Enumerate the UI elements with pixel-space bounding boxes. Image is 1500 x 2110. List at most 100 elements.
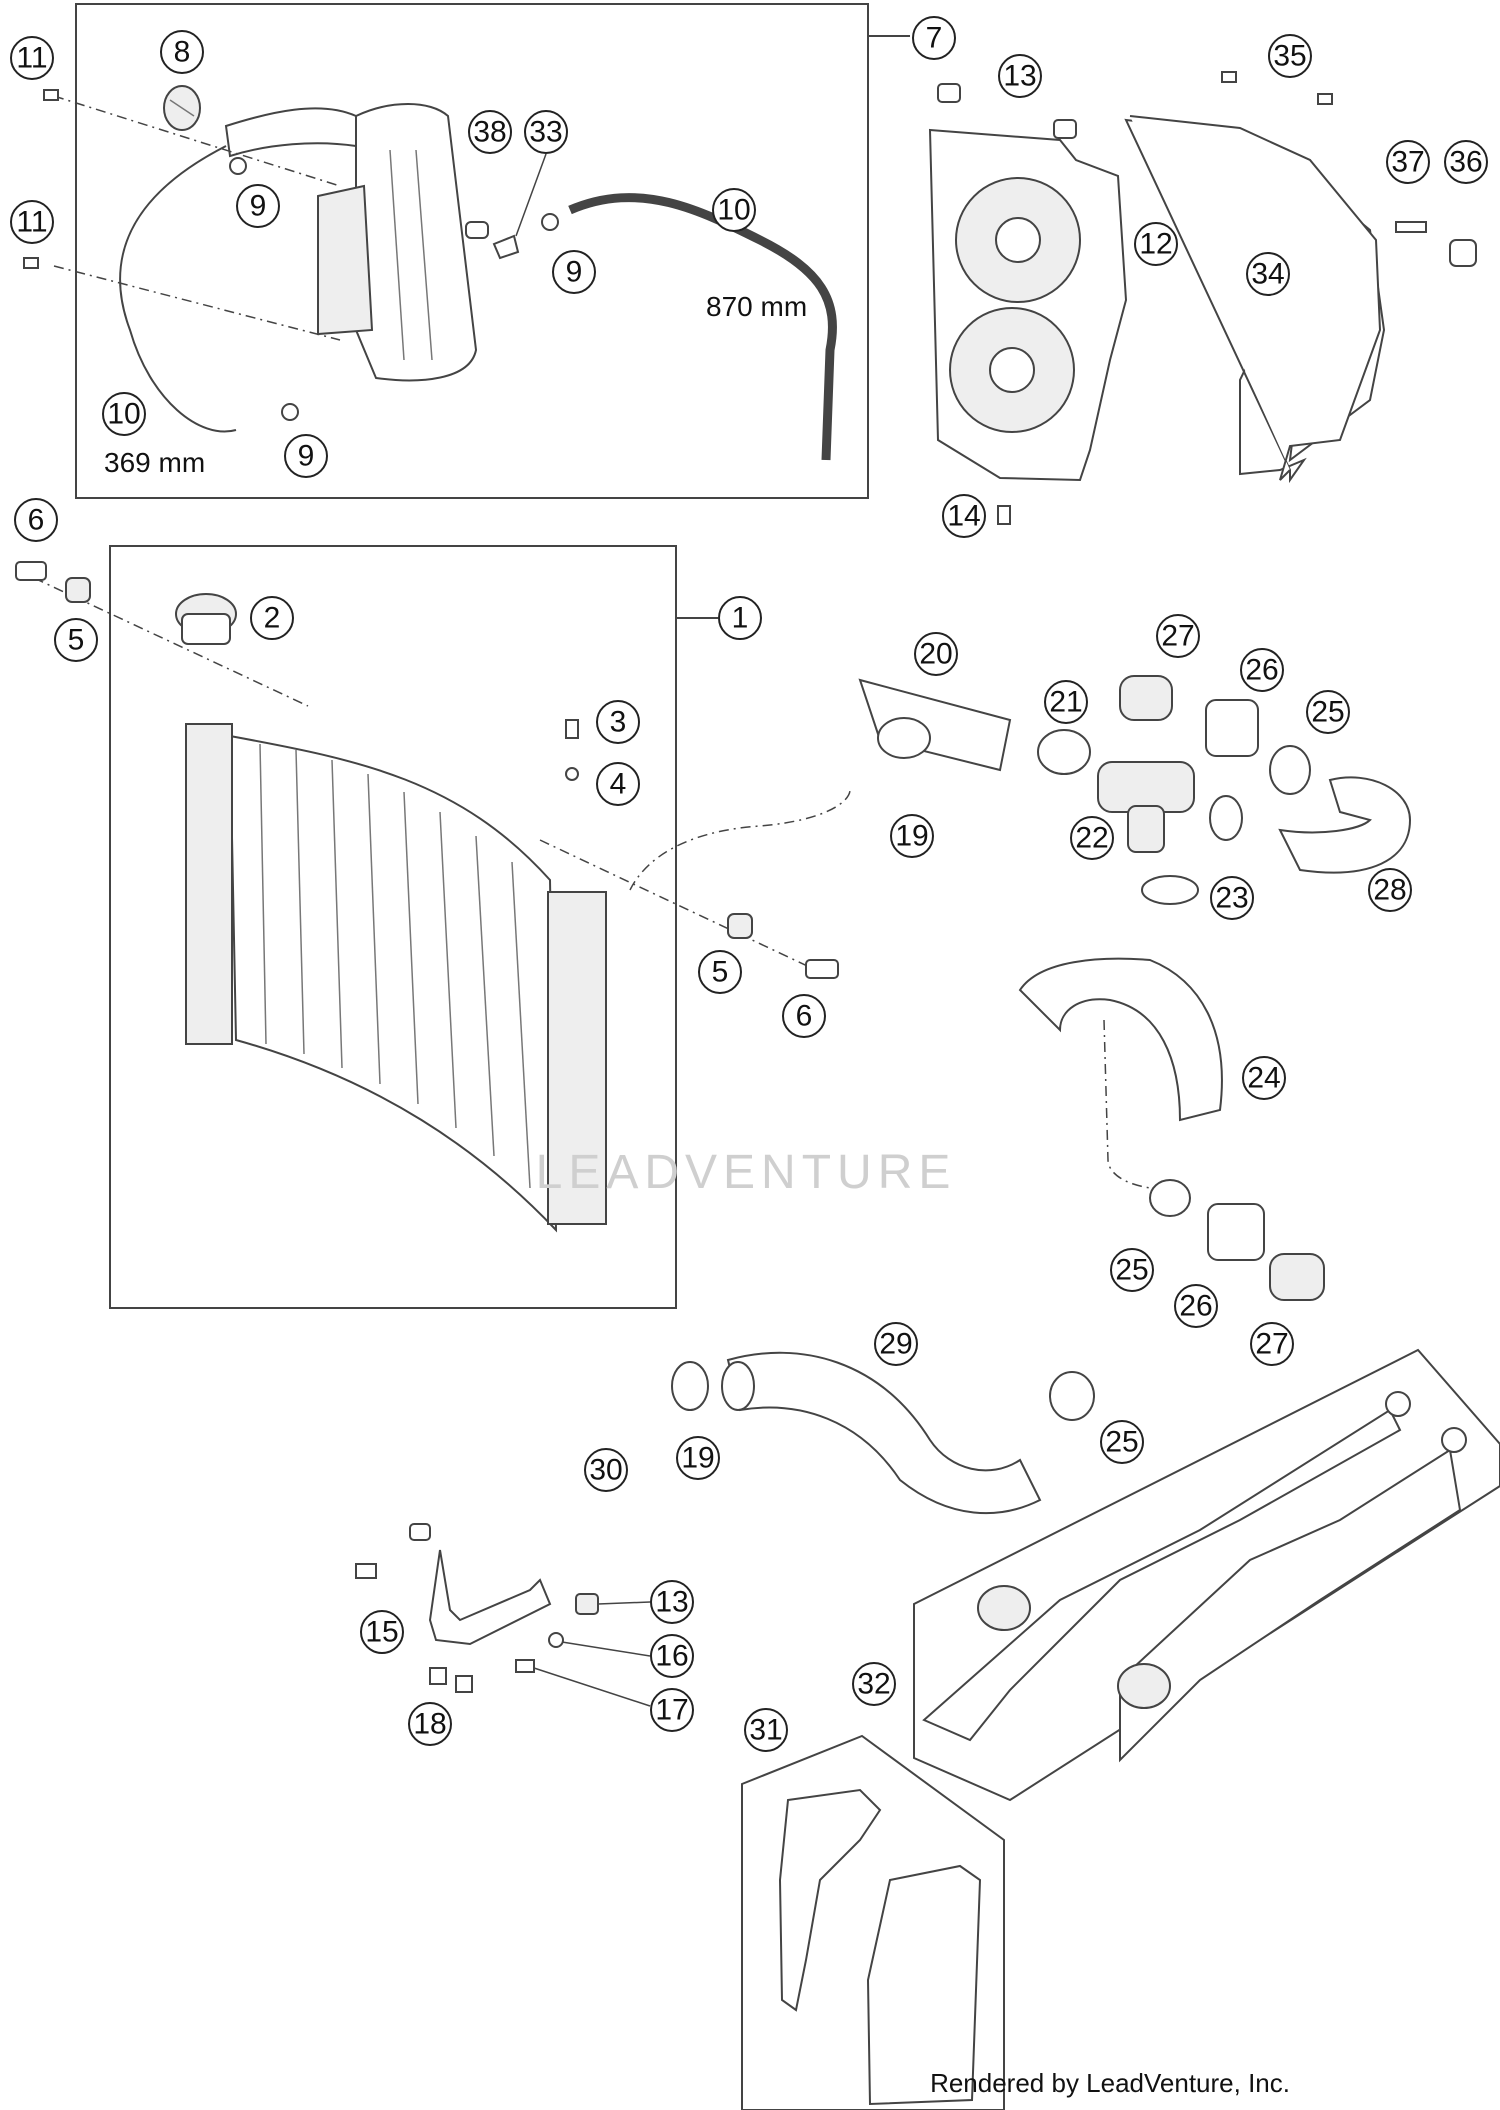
screw-18-a — [429, 1667, 447, 1685]
svg-text:25: 25 — [1311, 696, 1344, 729]
svg-text:33: 33 — [529, 116, 562, 149]
svg-text:5: 5 — [712, 956, 729, 989]
callout-13-bracket: 13 — [650, 1580, 694, 1624]
hose-28 — [1278, 776, 1412, 874]
callout-25-lower: 25 — [1110, 1248, 1154, 1292]
hose-29-end — [721, 1361, 755, 1411]
svg-text:30: 30 — [589, 1454, 622, 1487]
svg-text:34: 34 — [1251, 258, 1284, 291]
hose-29 — [726, 1351, 1042, 1515]
svg-text:25: 25 — [1105, 1426, 1138, 1459]
screw-35-a — [1221, 71, 1237, 83]
hose-369mm — [119, 145, 237, 433]
housing-26-upper — [1205, 699, 1259, 757]
callout-32: 31 — [744, 1708, 788, 1752]
hose-clamp-9c — [281, 403, 299, 421]
callout-23: 23 — [1210, 876, 1254, 920]
screw-3 — [565, 719, 579, 739]
bushing-36 — [1449, 239, 1477, 267]
callout-9-b: 9 — [552, 250, 596, 294]
callout-20: 20 — [914, 632, 958, 676]
leader-16 — [561, 1641, 651, 1657]
svg-text:2: 2 — [264, 602, 281, 635]
svg-text:26: 26 — [1245, 654, 1278, 687]
svg-text:5: 5 — [68, 624, 85, 657]
callout-19-upper: 19 — [890, 814, 934, 858]
callout-24: 24 — [1242, 1056, 1286, 1100]
callout-27-lower: 27 — [1250, 1322, 1294, 1366]
rendered-by-credit: Rendered by LeadVenture, Inc. — [930, 2068, 1290, 2098]
grommet-5-upper — [65, 577, 91, 603]
grommet-13-bracket — [575, 1593, 599, 1615]
callout-15: 15 — [360, 1610, 404, 1654]
leader-17 — [533, 1667, 651, 1707]
callout-6-upper: 6 — [14, 498, 58, 542]
callout-1: 1 — [718, 596, 762, 640]
washer-4 — [565, 767, 579, 781]
callout-4: 4 — [596, 762, 640, 806]
screw-14 — [997, 505, 1011, 525]
expansion-tank — [224, 103, 478, 382]
clamp-25-lower — [1149, 1179, 1191, 1217]
radiator-group-box — [109, 545, 677, 1309]
screw-18-b — [455, 1675, 473, 1693]
tank-cap — [163, 85, 201, 131]
thermostat-27-lower — [1269, 1253, 1325, 1301]
callout-9-a: 9 — [236, 184, 280, 228]
callout-8: 8 — [160, 30, 204, 74]
svg-text:25: 25 — [1115, 1254, 1148, 1287]
svg-text:32: 32 — [857, 1668, 890, 1701]
callout-35: 35 — [1268, 34, 1312, 78]
callout-25-hose: 25 — [1100, 1420, 1144, 1464]
callout-2: 2 — [250, 596, 294, 640]
svg-text:13: 13 — [1003, 60, 1036, 93]
svg-text:38: 38 — [473, 116, 506, 149]
svg-text:26: 26 — [1179, 1290, 1212, 1323]
leader-13-bracket — [597, 1601, 651, 1605]
hose-870mm — [568, 193, 837, 461]
callout-21: 21 — [1044, 680, 1088, 724]
screw-11-lower — [23, 257, 39, 269]
svg-text:9: 9 — [566, 256, 583, 289]
callout-28: 28 — [1368, 868, 1412, 912]
bolt-37 — [1395, 221, 1427, 233]
callout-38: 38 — [468, 110, 512, 154]
svg-text:8: 8 — [174, 36, 191, 69]
svg-text:11: 11 — [16, 42, 47, 75]
svg-text:31: 31 — [749, 1714, 782, 1747]
callout-10-upper: 10 — [712, 188, 756, 232]
callout-3: 3 — [596, 700, 640, 744]
tank-screw-line-lower — [53, 265, 341, 341]
bracket-15 — [355, 1523, 552, 1646]
bolt-6-lower — [805, 959, 839, 979]
thermostat-27-upper — [1119, 675, 1173, 721]
expansion-tank-group-box — [75, 3, 869, 499]
hose-20 — [858, 678, 1012, 772]
clamp-23-a — [1209, 795, 1243, 841]
housing-26-lower — [1207, 1203, 1265, 1261]
hose-clamp-9b — [541, 213, 559, 231]
t-piece-22 — [1097, 761, 1195, 853]
clamp-21 — [1037, 729, 1091, 775]
svg-text:28: 28 — [1373, 874, 1406, 907]
svg-text:3: 3 — [610, 706, 627, 739]
protector-32 — [778, 1788, 982, 2106]
svg-text:4: 4 — [610, 768, 627, 801]
callout-22: 22 — [1070, 816, 1114, 860]
leader-31 — [515, 153, 547, 237]
svg-text:17: 17 — [655, 1694, 688, 1727]
hose-to-clamp-19 — [629, 789, 851, 891]
svg-text:21: 21 — [1049, 686, 1082, 719]
callout-5-upper: 5 — [54, 618, 98, 662]
grommet-5-lower — [727, 913, 753, 939]
radiator-bolt-line-lower — [539, 839, 821, 973]
screw-17 — [515, 1659, 535, 1673]
callout-7: 7 — [912, 16, 956, 60]
svg-text:36: 36 — [1449, 146, 1482, 179]
callout-27-upper: 27 — [1156, 614, 1200, 658]
callout-34: 34 — [1246, 252, 1290, 296]
clamp-25-hose — [1049, 1371, 1095, 1421]
svg-text:10: 10 — [107, 398, 140, 431]
screw-11-upper — [43, 89, 59, 101]
